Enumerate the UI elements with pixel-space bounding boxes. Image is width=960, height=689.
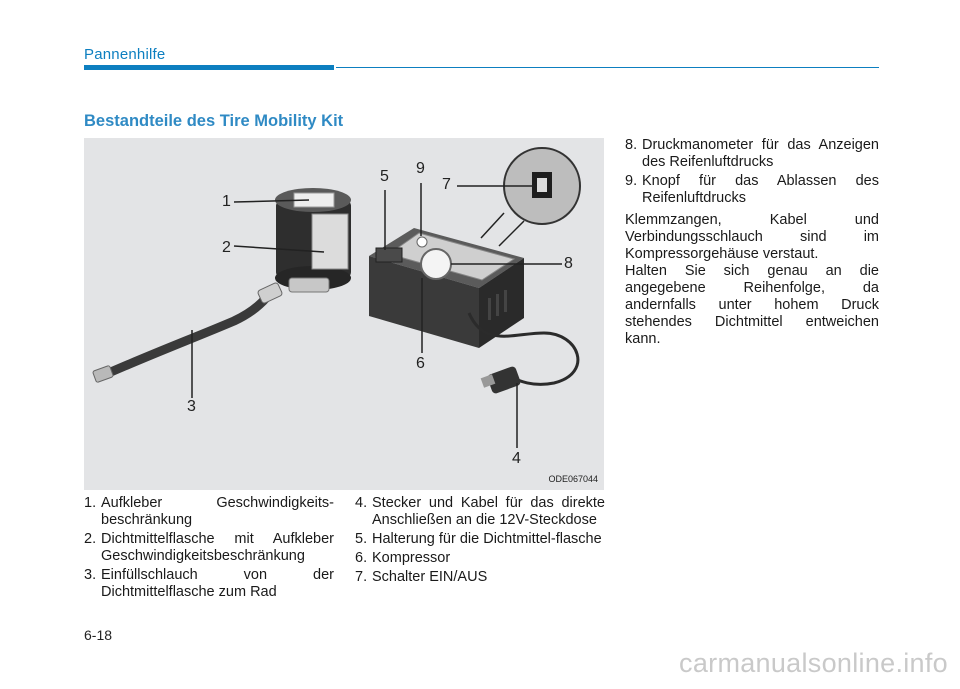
section-heading: Bestandteile des Tire Mobility Kit: [84, 112, 344, 130]
list-item: 9.Knopf für das Ablassen des Reifenluftd…: [625, 173, 879, 207]
compressor-side: [479, 258, 524, 348]
legend-list-middle: 4.Stecker und Kabel für das direkte Ansc…: [355, 495, 605, 588]
vent-slots: [488, 290, 507, 320]
list-item: 2.Dichtmittelflasche mit Aufkleber Gesch…: [84, 531, 334, 565]
item-number: 3.: [84, 567, 97, 583]
item-number: 7.: [355, 569, 368, 585]
list-item: 7.Schalter EIN/AUS: [355, 569, 605, 586]
leader-2: [233, 245, 325, 253]
page-number: 6-18: [84, 627, 113, 643]
item-number: 2.: [84, 531, 97, 547]
list-item: 3.Einfüllschlauch von der Dichtmittelfla…: [84, 567, 334, 601]
item-number: 5.: [355, 531, 368, 547]
watermark: carmanualsonline.info: [679, 648, 948, 678]
callout-8: 8: [564, 255, 573, 272]
hose-valve: [257, 282, 283, 304]
item-text: Druckmanometer für das Anzeigen des Reif…: [642, 137, 879, 170]
item-number: 9.: [625, 173, 638, 189]
item-number: 8.: [625, 137, 638, 153]
item-number: 1.: [84, 495, 97, 511]
compressor-front: [369, 256, 479, 348]
bottle-holder: [375, 247, 403, 263]
section-header: Pannenhilfe: [84, 46, 166, 63]
bottle-label: [311, 213, 349, 270]
legend-list-left: 1.Aufkleber Geschwindigkeits-beschränkun…: [84, 495, 334, 603]
bottle-connector: [288, 277, 330, 293]
leader-1: [233, 199, 310, 203]
item-text: Stecker und Kabel für das direkte Anschl…: [372, 495, 605, 528]
header-rule-thick: [84, 65, 334, 70]
list-item: 6.Kompressor: [355, 550, 605, 567]
warning-paragraph: Halten Sie sich genau an die angegebene …: [625, 263, 879, 347]
list-item: 4.Stecker und Kabel für das direkte Ansc…: [355, 495, 605, 529]
callout-1: 1: [222, 193, 231, 210]
callout-6: 6: [416, 355, 425, 372]
item-text: Schalter EIN/AUS: [372, 569, 488, 585]
pressure-gauge: [420, 248, 452, 280]
hose-nozzle: [92, 365, 114, 383]
power-plug: [480, 366, 521, 394]
kit-drawing: [92, 147, 581, 448]
callout-5: 5: [380, 168, 389, 185]
list-item: 5.Halterung für die Dichtmittel-flasche: [355, 531, 605, 548]
item-number: 6.: [355, 550, 368, 566]
figure-code: ODE067044: [548, 474, 598, 484]
list-item: 8.Druckmanometer für das Anzeigen des Re…: [625, 137, 879, 171]
item-text: Halterung für die Dichtmittel-flasche: [372, 531, 602, 547]
detail-leader: [480, 212, 505, 239]
deflate-button: [416, 236, 428, 248]
callout-7: 7: [442, 176, 451, 193]
item-text: Dichtmittelflasche mit Aufkleber Geschwi…: [101, 531, 334, 564]
legend-list-right: 8.Druckmanometer für das Anzeigen des Re…: [625, 137, 879, 209]
item-number: 4.: [355, 495, 368, 511]
item-text: Kompressor: [372, 550, 451, 566]
list-item: 1.Aufkleber Geschwindigkeits-beschränkun…: [84, 495, 334, 529]
power-cable: [467, 312, 580, 386]
storage-paragraph: Klemmzangen, Kabel und Verbindungsschlau…: [625, 212, 879, 262]
callout-3: 3: [187, 398, 196, 415]
callout-4: 4: [512, 450, 521, 467]
callout-2: 2: [222, 239, 231, 256]
header-rule-thin: [336, 67, 879, 68]
filler-hose: [99, 293, 271, 380]
callout-9: 9: [416, 160, 425, 177]
item-text: Knopf für das Ablassen des Reifenluftdru…: [642, 173, 879, 206]
kit-illustration: 1 2 3 4 5 6 7 8 9 ODE067044: [84, 138, 604, 490]
item-text: Einfüllschlauch von der Dichtmittelflasc…: [101, 567, 334, 600]
item-text: Aufkleber Geschwindigkeits-beschränkung: [101, 495, 334, 528]
